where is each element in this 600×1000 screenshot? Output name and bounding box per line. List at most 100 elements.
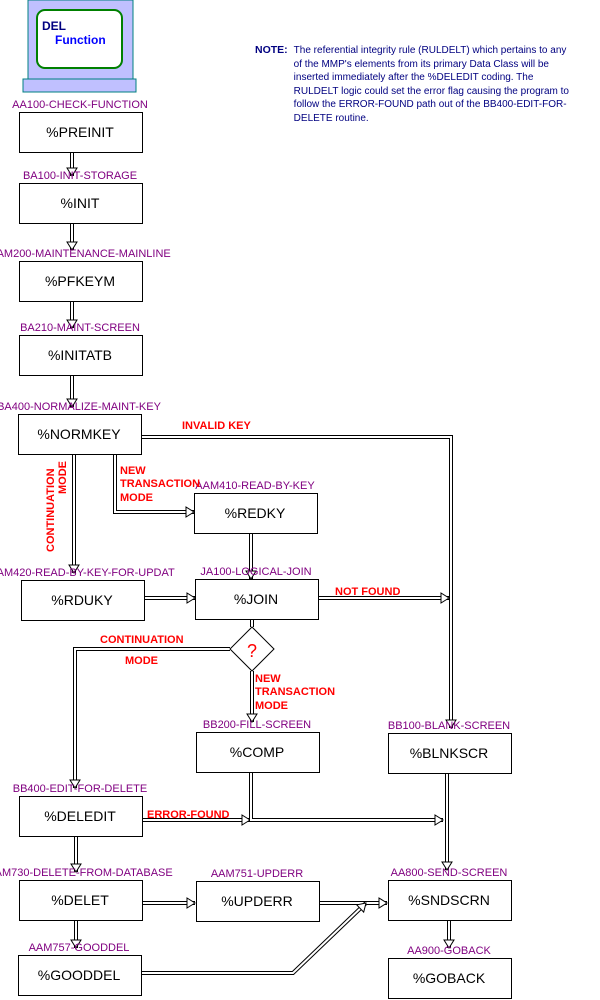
node-preinit: AA100-CHECK-FUNCTION %PREINIT: [12, 99, 148, 153]
node-blnkscr: BB100-BLANK-SCREEN%BLNKSCR: [388, 720, 512, 774]
node-text: %DELET: [51, 892, 109, 908]
node-box: [19, 335, 143, 376]
monitor-line2: Function: [55, 33, 106, 47]
node-text: %BLNKSCR: [410, 745, 489, 761]
continuation-vertical-label: CONTINUATION: [45, 468, 57, 552]
arrowhead-icon: [70, 863, 82, 873]
node-box: [19, 183, 143, 224]
note: NOTE: The referential integrity rule (RU…: [255, 44, 575, 125]
node-delet: AAM730-DELETE-FROM-DATABASE %DELET: [0, 867, 173, 921]
arrowhead-icon: [445, 719, 457, 729]
arrowhead-icon: [68, 564, 80, 574]
node-upderr: AAM751-UPDERR %UPDERR: [196, 868, 320, 922]
node-label: JA100-LOGICAL-JOIN: [200, 566, 311, 578]
node-label: AAM200-MAINTENANCE-MAINLINE: [0, 248, 171, 260]
node-label: BB200-FILL-SCREEN: [203, 719, 311, 731]
arrowhead-icon: [186, 897, 196, 909]
connector-arrow: [69, 647, 230, 789]
mode-label-2: MODE: [125, 655, 158, 667]
node-label: AA100-CHECK-FUNCTION: [12, 99, 148, 111]
node-normkey: BA400-NORMALIZE-MAINT-KEY%NORMKEY: [0, 401, 162, 455]
node-comp: BB200-FILL-SCREEN %COMP: [196, 719, 320, 773]
connector-arrow: [66, 223, 78, 251]
node-text: %UPDERR: [221, 893, 293, 909]
node-box: [388, 733, 512, 774]
node-text: %RDUKY: [51, 592, 113, 608]
node-text: %DELEDIT: [44, 808, 116, 824]
arrowhead-icon: [441, 861, 453, 871]
node-box: [18, 955, 142, 996]
arrowhead-icon: [378, 897, 388, 909]
new-transaction-label-2a: NEW: [255, 673, 281, 685]
not-found-label: NOT FOUND: [335, 586, 400, 598]
error-found-label: ERROR-FOUND: [147, 809, 230, 821]
node-gooddel: AAM757-GOODDEL %GOODDEL: [18, 942, 142, 996]
new-transaction-label-2b: TRANSACTION: [255, 686, 335, 698]
node-pfkeym: AAM200-MAINTENANCE-MAINLINE %PFKEYM: [0, 248, 171, 302]
node-rduky: AAM420-READ-BY-KEY-FOR-UPDAT %RDUKY: [0, 567, 175, 621]
node-redky: AAM410-READ-BY-KEY %REDKY: [194, 480, 318, 534]
node-label: AAM751-UPDERR: [211, 868, 303, 880]
node-text: %SNDSCRN: [408, 892, 490, 908]
invalid-key-label: INVALID KEY: [182, 420, 252, 432]
connector-arrow: [70, 836, 82, 873]
connector-arrow: [319, 897, 388, 909]
node-deledit: BB400-EDIT-FOR-DELETE %DELEDIT: [13, 783, 147, 837]
connector-arrow: [142, 897, 196, 909]
arrowhead-icon: [66, 398, 78, 408]
node-text: %PFKEYM: [45, 273, 115, 289]
connector-arrow: [113, 453, 195, 518]
node-text: %PREINIT: [46, 124, 114, 140]
node-text: %INIT: [61, 195, 100, 211]
node-label: BB400-EDIT-FOR-DELETE: [13, 783, 147, 795]
node-text: %GOODDEL: [38, 967, 121, 983]
node-box: [388, 958, 512, 999]
edge-labels: INVALID KEY NEW TRANSACTION MODE CONTINU…: [45, 420, 400, 821]
node-label: AAM730-DELETE-FROM-DATABASE: [0, 867, 173, 879]
monitor-icon: DEL Function: [22, 0, 137, 93]
connector-arrow: [144, 592, 196, 604]
new-transaction-label-1c: MODE: [120, 492, 153, 504]
node-label: AAM420-READ-BY-KEY-FOR-UPDAT: [0, 567, 175, 579]
connector-arrow: [142, 814, 251, 826]
node-label: AA800-SEND-SCREEN: [391, 867, 508, 879]
node-text: %JOIN: [234, 591, 278, 607]
node-box: [194, 493, 318, 534]
connector-arrow: [443, 920, 455, 949]
new-transaction-label-1b: TRANSACTION: [120, 478, 200, 490]
connector-arrow: [70, 920, 82, 949]
node-box: [196, 732, 320, 773]
node-text: %COMP: [230, 744, 284, 760]
node-box: [19, 880, 143, 921]
node-box: [388, 880, 512, 921]
continuation-label-2: CONTINUATION: [100, 634, 184, 646]
decision-text: ?: [247, 641, 257, 661]
node-sndscrn: AA800-SEND-SCREEN %SNDSCRN: [388, 867, 512, 921]
node-join: JA100-LOGICAL-JOIN %JOIN: [195, 566, 319, 620]
connector-arrow: [441, 772, 453, 871]
connector-arrow: [66, 374, 78, 408]
node-label: AAM410-READ-BY-KEY: [195, 480, 315, 492]
arrowhead-icon: [245, 570, 257, 580]
node-label: AAM757-GOODDEL: [29, 942, 130, 954]
arrowhead-icon: [434, 814, 444, 826]
new-transaction-label-2c: MODE: [255, 700, 288, 712]
node-box: [19, 261, 143, 302]
arrowhead-icon: [443, 939, 455, 949]
monitor-line1: DEL: [42, 19, 66, 33]
node-text: %GOBACK: [413, 970, 486, 986]
note-text: The referential integrity rule (RULDELT)…: [293, 45, 569, 124]
node-label: BA210-MAINT-SCREEN: [20, 322, 140, 334]
node-text: %INITATB: [48, 347, 112, 363]
node-text: %REDKY: [225, 505, 286, 521]
arrowhead-icon: [66, 167, 78, 177]
arrowhead-icon: [185, 506, 195, 518]
arrowhead-icon: [66, 319, 78, 329]
node-label: BA100-INIT-STORAGE: [23, 170, 137, 182]
connector-arrow: [245, 533, 257, 580]
decision-diamond: ?: [229, 626, 275, 672]
arrowhead-icon: [70, 939, 82, 949]
connector-arrow: [141, 901, 368, 975]
